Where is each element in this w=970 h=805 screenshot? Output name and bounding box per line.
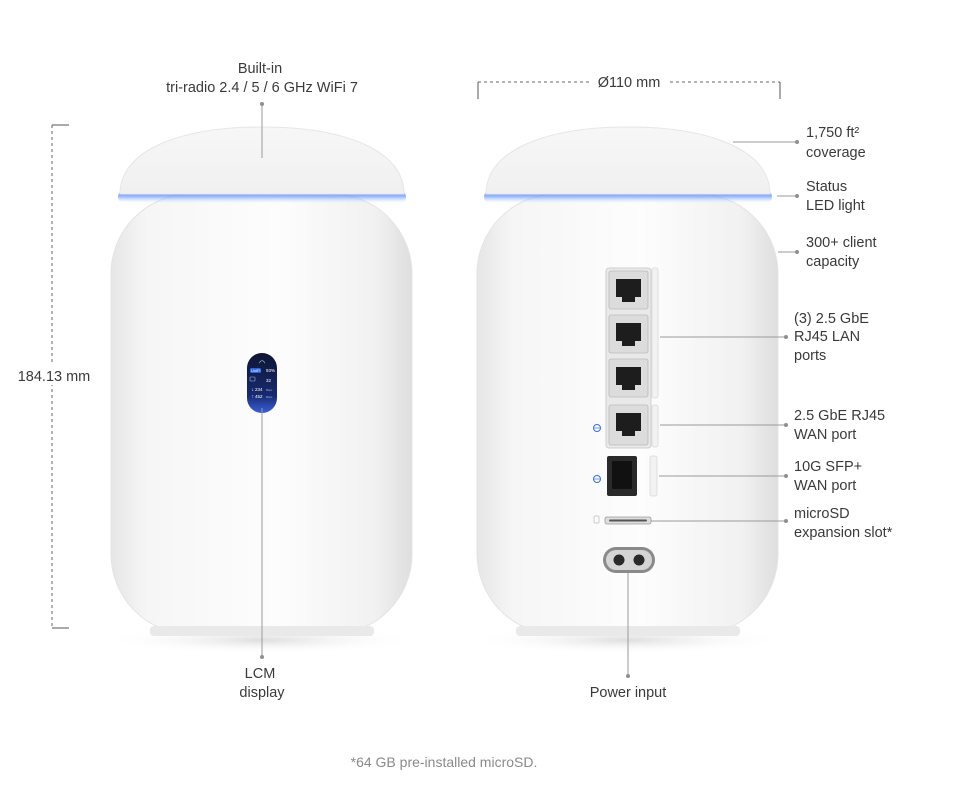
- lcm-upload: 452: [255, 394, 263, 399]
- sd-card-icon: [593, 515, 600, 524]
- status-led-label: Status LED light: [806, 179, 865, 214]
- coverage-label: 1,750 ft² coverage: [806, 125, 866, 161]
- sfp-port-label: 10G SFP+ WAN port: [794, 459, 866, 494]
- clients-label: 300+ client capacity: [806, 235, 881, 270]
- lcm-wifi-icon: ◠: [259, 359, 265, 367]
- sfp-plus-port[interactable]: [607, 455, 658, 497]
- wan-port-label: 2.5 GbE RJ45 WAN port: [794, 408, 889, 443]
- rj45-wan-port[interactable]: [608, 404, 649, 446]
- lcm-download: 234: [255, 387, 263, 392]
- diameter-label: Ø110 mm: [598, 75, 661, 91]
- router-back-view: [467, 126, 787, 654]
- lcm-label: LCM display: [239, 666, 285, 701]
- leader-lines: [260, 102, 799, 678]
- lcm-unit-up: Mbps: [266, 395, 273, 399]
- lcm-unit-down: Mbps: [266, 388, 273, 392]
- power-inlet[interactable]: [603, 547, 655, 573]
- diameter-dimension: Ø110 mm: [477, 72, 781, 99]
- lcm-up-arrow: ↑: [251, 394, 254, 399]
- power-input-label: Power input: [590, 685, 667, 701]
- lcm-clients: 32: [266, 378, 272, 383]
- lcm-percent: 93%: [266, 368, 275, 373]
- microsd-slot[interactable]: [604, 516, 652, 525]
- wifi-label: Built-in tri-radio 2.4 / 5 / 6 GHz WiFi …: [166, 61, 358, 96]
- device-cap: [485, 126, 771, 195]
- height-dimension: 184.13 mm: [14, 124, 96, 629]
- lan-ports-label: (3) 2.5 GbE RJ45 LAN ports: [794, 311, 873, 364]
- microsd-label: microSD expansion slot*: [794, 506, 893, 541]
- lcm-title: UniFi: [251, 368, 260, 373]
- port-panel: [605, 267, 652, 449]
- rj45-lan-port-2[interactable]: [608, 314, 649, 354]
- lcm-down-arrow: ↓: [251, 387, 254, 392]
- footnote: *64 GB pre-installed microSD.: [351, 754, 538, 770]
- rj45-lan-port-3[interactable]: [608, 358, 649, 398]
- height-label: 184.13 mm: [18, 369, 91, 385]
- rj45-lan-port-1[interactable]: [608, 270, 649, 310]
